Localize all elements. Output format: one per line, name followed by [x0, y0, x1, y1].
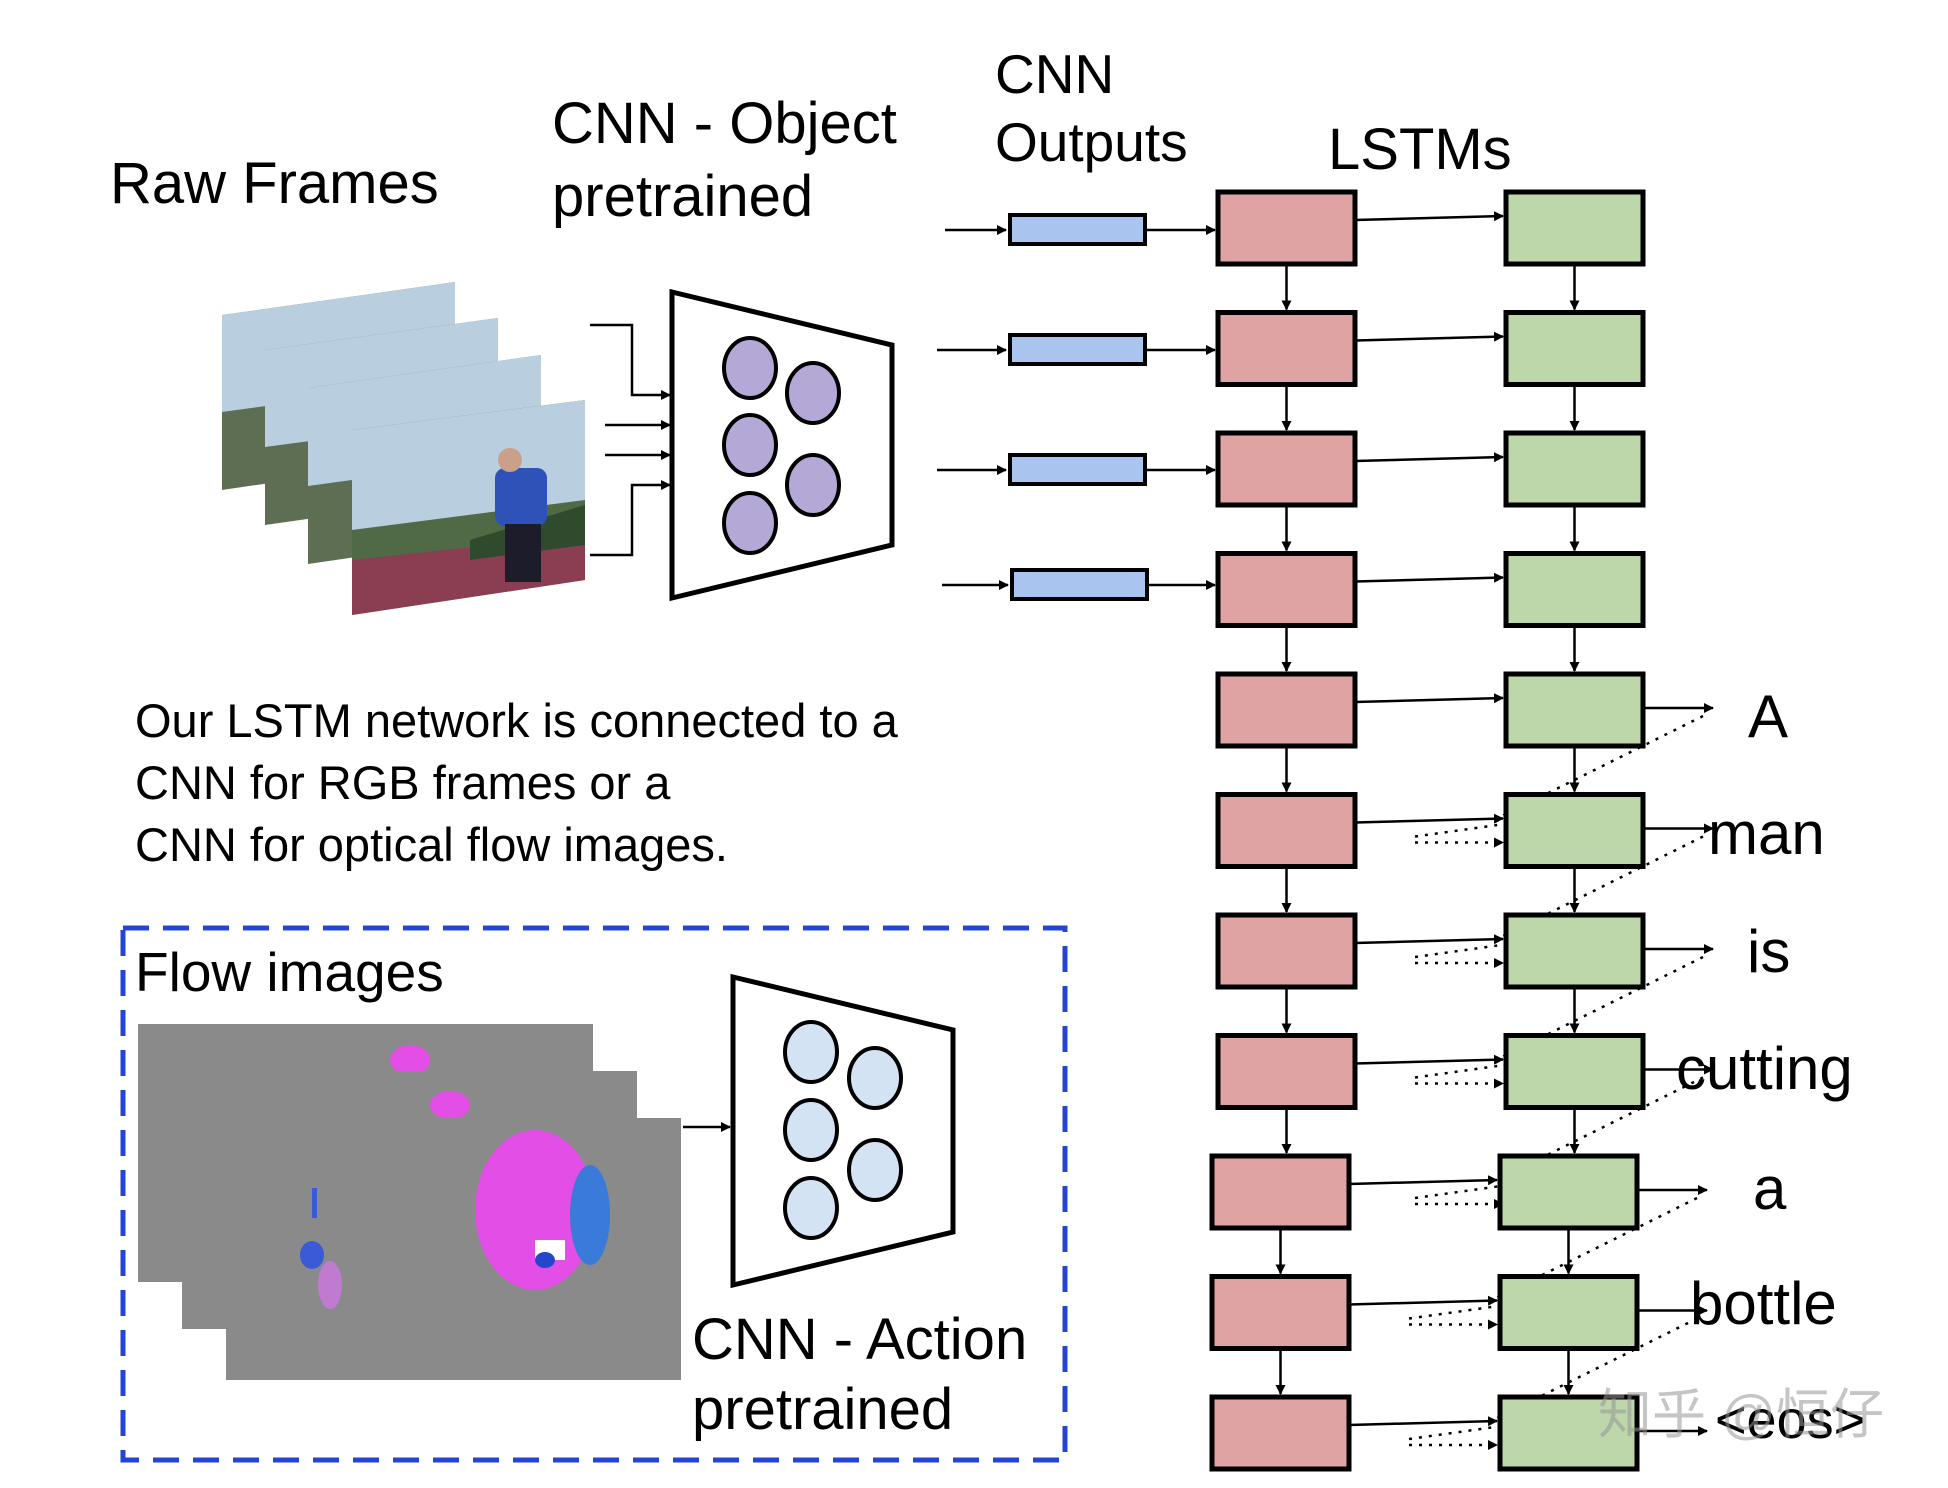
word-feedback-dotted-line [1414, 1064, 1502, 1079]
lstm-cell-layer2 [1503, 310, 1646, 387]
lstm-connection-arrow [1348, 1416, 1498, 1427]
word-feedback-dotted-line [1414, 943, 1502, 959]
raw-frames-label: Raw Frames [110, 151, 439, 216]
lstm-cell-layer2 [1497, 1153, 1640, 1231]
word-feedback-dotted-line [1414, 1184, 1502, 1200]
flow-images-stack [138, 1024, 681, 1380]
lstm-connection-arrow [1354, 211, 1504, 222]
flow-images-box [120, 925, 1068, 1463]
description-line-3: CNN for optical flow images. [135, 818, 728, 871]
cnn-output-row [937, 333, 1216, 366]
lstm-cell-layer1 [1215, 310, 1358, 387]
cnn-object-node [785, 453, 841, 517]
cnn-output-bar [1010, 568, 1149, 601]
cnn-object-label-line1: CNN - Object [552, 91, 897, 156]
lstm-cell-layer1 [1215, 792, 1358, 869]
description-line-1: Our LSTM network is connected to a [135, 694, 898, 747]
cnn-output-row [937, 453, 1216, 486]
cnn-outputs-label-line2: Outputs [995, 111, 1188, 173]
cnn-action-node [847, 1046, 903, 1110]
word-feedback-dotted-line [1414, 823, 1502, 838]
cnn-action-label-line1: CNN - Action [692, 1307, 1028, 1372]
frame-to-cnn-arrows [590, 323, 671, 557]
flow-images-label: Flow images [135, 941, 444, 1003]
lstms-label: LSTMs [1328, 117, 1512, 182]
lstm-cell-layer2 [1503, 430, 1646, 508]
cnn-object-node [722, 413, 778, 477]
lstm-cell-layer1 [1215, 551, 1358, 628]
cnn-object-node [722, 336, 778, 400]
cnn-action-label-line2: pretrained [692, 1377, 954, 1442]
output-word: is [1747, 918, 1791, 985]
lstm-cell-layer1 [1209, 1394, 1352, 1472]
cnn-output-row [942, 568, 1216, 601]
lstm-connection-arrow [1348, 1295, 1498, 1306]
lstm-cell-layer1 [1215, 430, 1358, 508]
lstm-connection-arrow [1354, 934, 1504, 945]
lstm-cell-layer2 [1503, 551, 1646, 628]
word-feedback-dotted-line [1500, 1076, 1704, 1180]
cnn-action-trapezoid [730, 973, 956, 1289]
cnn-action-node [783, 1098, 839, 1162]
lstm-cell-layer2 [1503, 189, 1646, 267]
lstm-connection-arrow [1354, 1054, 1504, 1065]
output-word: cutting [1676, 1035, 1853, 1102]
cnn-outputs [937, 213, 1216, 601]
word-feedback-dotted-line [1494, 1317, 1698, 1421]
cnn-outputs-label-line1: CNN [995, 43, 1115, 105]
lstm-connection-arrow [1354, 693, 1504, 704]
lstm-connection-arrow [1348, 1175, 1498, 1186]
cnn-output-row [945, 213, 1216, 246]
lstm-cell-layer1 [1209, 1274, 1352, 1351]
word-feedback-dotted-line [1408, 1425, 1496, 1441]
output-word: a [1753, 1155, 1787, 1222]
lstm-connection-arrow [1354, 452, 1504, 463]
lstm-cell-layer2 [1503, 1033, 1646, 1110]
cnn-output-bar [1008, 453, 1147, 486]
cnn-action-node [847, 1138, 903, 1202]
lstm-cell-layer2 [1503, 912, 1646, 990]
output-word: A [1748, 683, 1789, 750]
lstm-cell-layer2 [1503, 671, 1646, 749]
cnn-object-nodes [722, 336, 841, 555]
lstm-cell-layer2 [1497, 1394, 1640, 1472]
lstm-connection-arrow [1354, 331, 1504, 342]
word-feedback-dotted-line [1408, 1305, 1496, 1320]
lstm-cell-layer1 [1215, 912, 1358, 990]
lstm-columns [1209, 189, 1714, 1472]
watermark-text: 知乎 @恒仔 [1598, 1385, 1884, 1445]
word-feedback-dotted-line [1500, 955, 1704, 1059]
description-line-2: CNN for RGB frames or a [135, 756, 671, 809]
cnn-object-label-line2: pretrained [552, 164, 814, 229]
cnn-output-bar [1008, 333, 1147, 366]
lstm-cell-layer2 [1497, 1274, 1640, 1351]
raw-frame [352, 400, 585, 615]
flow-image [226, 1118, 681, 1380]
word-feedback-dotted-line [1500, 835, 1704, 939]
word-feedback-dotted-line [1500, 714, 1704, 818]
cnn-action-nodes [783, 1020, 903, 1240]
cnn-object-node [785, 361, 841, 425]
lstm-cell-layer1 [1209, 1153, 1352, 1231]
cnn-output-bar [1008, 213, 1147, 246]
lstm-connection-arrow [1354, 572, 1504, 583]
cnn-object-trapezoid [669, 288, 895, 602]
output-word: man [1708, 800, 1825, 867]
word-feedback-dotted-line [1494, 1196, 1698, 1300]
lstm-cell-layer1 [1215, 189, 1358, 267]
cnn-action-node [783, 1176, 839, 1240]
output-word: bottle [1690, 1270, 1837, 1337]
cnn-action-node [783, 1020, 839, 1084]
cnn-object-node [722, 491, 778, 555]
lstm-cell-layer2 [1503, 792, 1646, 869]
output-word: <eos> [1715, 1390, 1866, 1450]
raw-frames-stack [222, 282, 585, 615]
lstm-cell-layer1 [1215, 1033, 1358, 1110]
lstm-connection-arrow [1354, 813, 1504, 824]
lstm-cell-layer1 [1215, 671, 1358, 749]
